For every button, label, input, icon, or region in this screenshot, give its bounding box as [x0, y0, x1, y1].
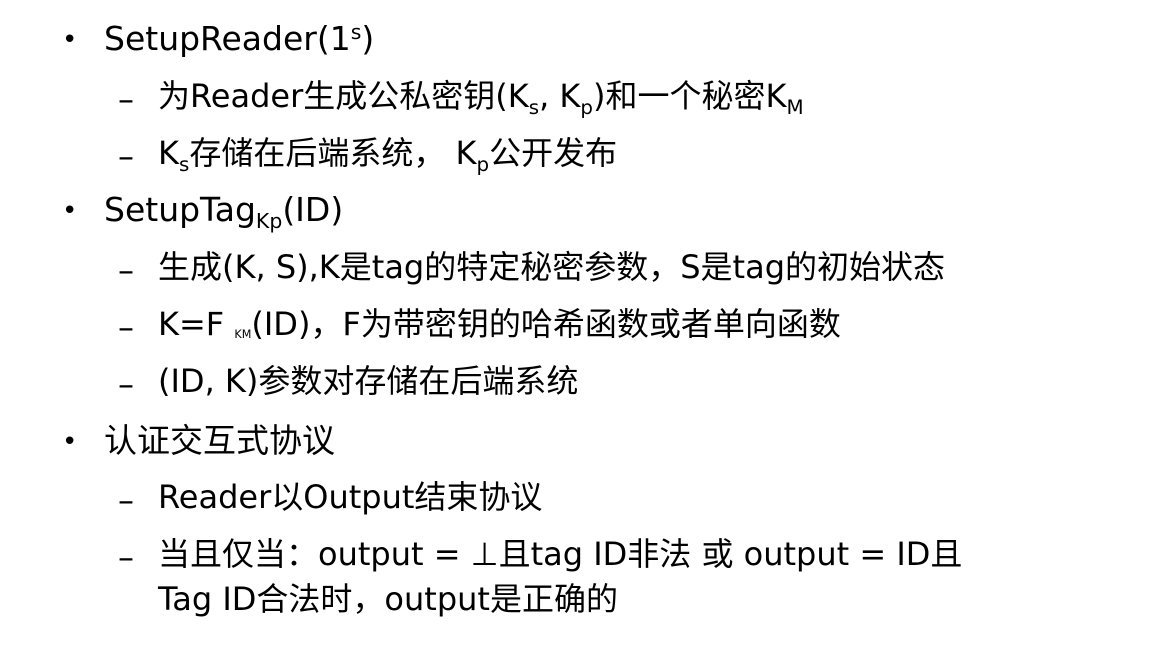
dash-marker: – — [118, 308, 134, 346]
dash-marker: – — [118, 80, 134, 118]
subitem-text: (ID)，F为带密钥的哈希函数或者单向函数 — [251, 305, 841, 343]
subitem-correctness-line2: Tag ID合法时，output是正确的 — [158, 580, 618, 618]
bullet-marker: • — [62, 25, 78, 55]
subitem-generate-ks: 生成(K, S),K是tag的特定秘密参数，S是tag的初始状态 — [158, 248, 946, 286]
bullet-setup-reader: SetupReader(1s) — [104, 22, 374, 55]
subscript: s — [178, 152, 190, 176]
dash-marker: – — [118, 365, 134, 403]
bullet-text-tail: ) — [361, 19, 375, 58]
subitem-text: 存储在后端系统， K — [189, 134, 477, 172]
subitem-correctness-line1: 当且仅当：output = ⊥且tag ID非法 或 output = ID且 — [158, 535, 963, 573]
bullet-setup-tag: SetupTagKp(ID) — [104, 190, 344, 231]
subitem-hash-function: K=F KM(ID)，F为带密钥的哈希函数或者单向函数 — [158, 308, 841, 340]
bullet-text: SetupReader(1 — [104, 19, 351, 58]
bullet-auth-protocol: 认证交互式协议 — [104, 421, 335, 460]
bullet-marker: • — [62, 196, 78, 226]
subscript: p — [580, 95, 593, 119]
dash-marker: – — [118, 538, 134, 576]
bullet-marker: • — [62, 427, 78, 457]
subitem-key-storage: Ks存储在后端系统， Kp公开发布 — [158, 134, 618, 174]
superscript: s — [350, 19, 362, 44]
subscript: p — [476, 152, 490, 176]
dash-marker: – — [118, 251, 134, 289]
subitem-text: 为Reader生成公私密钥(K — [158, 77, 529, 115]
subitem-generate-keys: 为Reader生成公私密钥(Ks, Kp)和一个秘密KM — [158, 77, 804, 117]
subitem-text: 公开发布 — [489, 134, 618, 172]
subitem-text: K — [158, 134, 179, 172]
subitem-reader-output: Reader以Output结束协议 — [158, 478, 543, 516]
bullet-text: SetupTag — [104, 190, 256, 229]
subscript: Kp — [255, 209, 283, 234]
bullet-text-tail: (ID) — [282, 190, 344, 229]
subitem-text: K=F — [158, 305, 235, 343]
dash-marker: – — [118, 137, 134, 175]
subitem-text: )和一个秘密K — [593, 77, 787, 115]
subscript: s — [528, 95, 540, 119]
subitem-text: , K — [539, 77, 581, 115]
subscript: KM — [234, 327, 252, 341]
subscript: M — [786, 95, 804, 119]
subitem-id-k-storage: (ID, K)参数对存储在后端系统 — [158, 362, 579, 400]
dash-marker: – — [118, 481, 134, 519]
